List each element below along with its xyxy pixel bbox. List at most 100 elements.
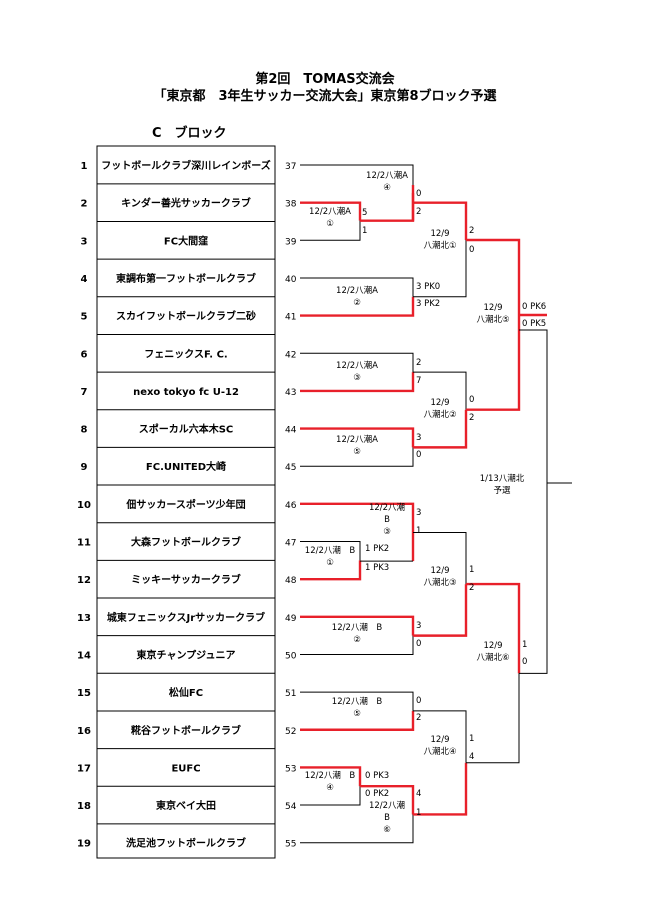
match-label: 12/9 xyxy=(483,641,502,651)
match-score: 3 xyxy=(416,433,421,443)
match-score: 4 xyxy=(469,752,474,762)
match-label: 八潮北④ xyxy=(423,746,456,757)
bracket-line xyxy=(300,201,362,221)
match-label: ① xyxy=(326,558,334,568)
match-score: 5 xyxy=(362,208,367,218)
team-seed: 48 xyxy=(285,576,297,586)
match-label: B xyxy=(384,515,390,525)
bracket-line xyxy=(300,220,361,241)
bracket-line xyxy=(519,483,548,674)
team-number: 11 xyxy=(77,538,91,549)
bracket-line xyxy=(413,584,468,637)
team-name: 糀谷フットボールクラブ xyxy=(131,724,241,737)
match-label: 八潮北② xyxy=(423,409,456,420)
team-name: 松仙FC xyxy=(169,686,203,699)
bracket-line xyxy=(300,427,415,448)
match-score: 0 xyxy=(522,657,527,667)
match-score: 1 xyxy=(362,226,367,236)
block-label: C ブロック xyxy=(152,126,227,141)
team-name: 洗足池フットボールクラブ xyxy=(126,837,246,850)
match-label: 12/2八潮A xyxy=(309,206,351,217)
team-name: ミッキーサッカークラブ xyxy=(131,573,241,586)
team-number: 15 xyxy=(77,688,91,699)
match-score: 1 PK3 xyxy=(365,563,389,573)
bracket-line xyxy=(413,371,467,410)
match-label: ③ xyxy=(383,527,391,537)
team-number: 3 xyxy=(81,236,88,247)
bracket-line xyxy=(300,296,415,317)
match-label: 八潮北⑥ xyxy=(476,652,509,663)
team-number: 14 xyxy=(77,650,91,661)
match-label: ④ xyxy=(326,783,334,793)
match-label: B xyxy=(384,813,390,823)
team-name: EUFC xyxy=(171,763,200,774)
team-number: 18 xyxy=(77,801,91,812)
match-label: 12/2八潮 B xyxy=(305,770,356,781)
team-seed: 47 xyxy=(285,539,296,549)
match-label: 12/9 xyxy=(430,229,449,239)
tournament-title: 第2回 TOMAS交流会 xyxy=(255,72,395,87)
team-number: 12 xyxy=(77,575,91,586)
match-score: 2 xyxy=(469,583,474,593)
team-name: 佃サッカースポーツ少年団 xyxy=(125,498,245,511)
bracket-line xyxy=(466,582,521,674)
team-table xyxy=(96,145,276,859)
team-seed: 42 xyxy=(285,350,296,360)
team-name: 東京ベイ大田 xyxy=(156,799,216,812)
team-name: nexo tokyo fc U-12 xyxy=(133,387,239,398)
team-number: 16 xyxy=(77,726,91,737)
team-seed: 37 xyxy=(285,162,296,172)
team-seed: 51 xyxy=(285,689,296,699)
bracket-line xyxy=(300,560,362,581)
team-name: 東調布第一フットボールクラブ xyxy=(116,272,256,285)
match-label: 12/2八潮A xyxy=(336,434,378,445)
bracket-line xyxy=(466,673,520,764)
bracket-line xyxy=(413,762,468,816)
team-number: 4 xyxy=(81,274,88,285)
match-score: 0 PK5 xyxy=(522,319,546,329)
match-label: 12/9 xyxy=(430,566,449,576)
team-seed: 38 xyxy=(285,200,297,210)
bracket-line xyxy=(300,635,414,655)
team-name: 東京チャンプジュニア xyxy=(137,648,236,661)
team-number: 2 xyxy=(81,199,88,210)
team-number: 6 xyxy=(81,349,88,360)
match-label: ② xyxy=(353,298,361,308)
team-name: フェニックスF. C. xyxy=(144,348,227,360)
match-score: 3 xyxy=(416,508,421,518)
match-score: 1 xyxy=(469,734,474,744)
team-name: スポーカル六本木SC xyxy=(139,423,234,436)
team-number: 5 xyxy=(81,312,88,323)
team-seed: 39 xyxy=(285,237,297,247)
match-score: 7 xyxy=(416,376,421,386)
bracket-line xyxy=(300,766,362,787)
bracket-line xyxy=(360,785,415,815)
match-score: 0 xyxy=(416,639,421,649)
team-name: FC大間窪 xyxy=(164,234,208,247)
team-seed: 44 xyxy=(285,426,297,436)
match-label: ④ xyxy=(383,183,391,193)
team-seed: 49 xyxy=(285,614,297,624)
match-label: 12/2八潮 xyxy=(369,502,405,513)
match-label: 12/2八潮A xyxy=(366,170,408,181)
team-name: FC.UNITED大崎 xyxy=(146,460,226,473)
match-score: 3 PK0 xyxy=(416,282,440,292)
bracket-line xyxy=(413,710,467,763)
match-score: 0 PK2 xyxy=(365,789,389,799)
match-score: 2 xyxy=(416,358,421,368)
bracket-line xyxy=(300,502,415,562)
team-seed: 41 xyxy=(285,313,296,323)
bracket-line xyxy=(413,240,467,298)
match-label: ⑥ xyxy=(383,825,391,835)
match-score: 0 xyxy=(469,245,474,255)
match-score: 2 xyxy=(469,413,474,423)
bracket-line xyxy=(300,710,415,731)
bracket-line xyxy=(300,447,414,467)
match-label: 八潮北③ xyxy=(423,577,456,588)
match-label: 予選 xyxy=(493,485,511,496)
match-label: 12/2八潮A xyxy=(336,360,378,371)
match-label: 12/2八潮 B xyxy=(305,545,356,556)
bracket-line xyxy=(519,329,548,483)
match-label: ① xyxy=(326,219,334,229)
